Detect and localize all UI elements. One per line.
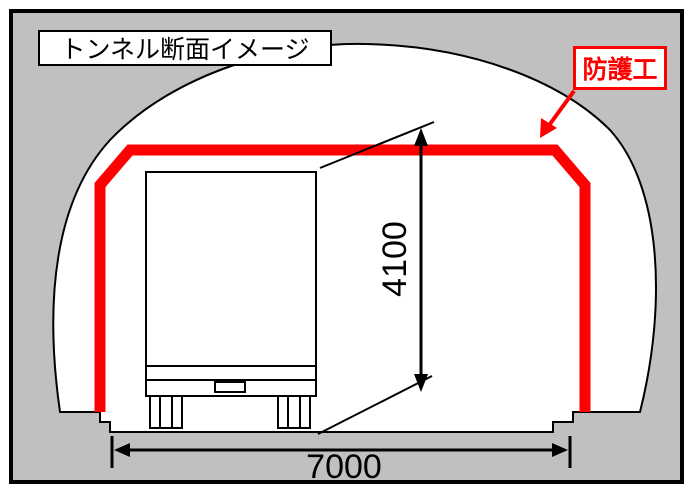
truck-wheel-left xyxy=(149,395,183,429)
truck-cargo-box xyxy=(145,171,317,367)
protection-label: 防護工 xyxy=(573,46,667,90)
protection-leader-line xyxy=(548,89,576,126)
truck-wheel-right xyxy=(277,395,311,429)
diagram-title: トンネル断面イメージ xyxy=(38,30,332,66)
height-dimension-label: 4100 xyxy=(375,221,414,297)
protection-arrowhead xyxy=(540,118,557,138)
width-dimension-label: 7000 xyxy=(306,447,382,486)
truck-bumper xyxy=(145,365,317,381)
height-dimension xyxy=(317,121,435,435)
truck-wheel-right-inner xyxy=(287,395,301,429)
truck-wheel-left-inner xyxy=(159,395,173,429)
truck xyxy=(145,171,317,429)
truck-license-plate xyxy=(214,381,246,393)
width-dimension xyxy=(110,436,572,468)
protection-structure xyxy=(94,144,591,412)
